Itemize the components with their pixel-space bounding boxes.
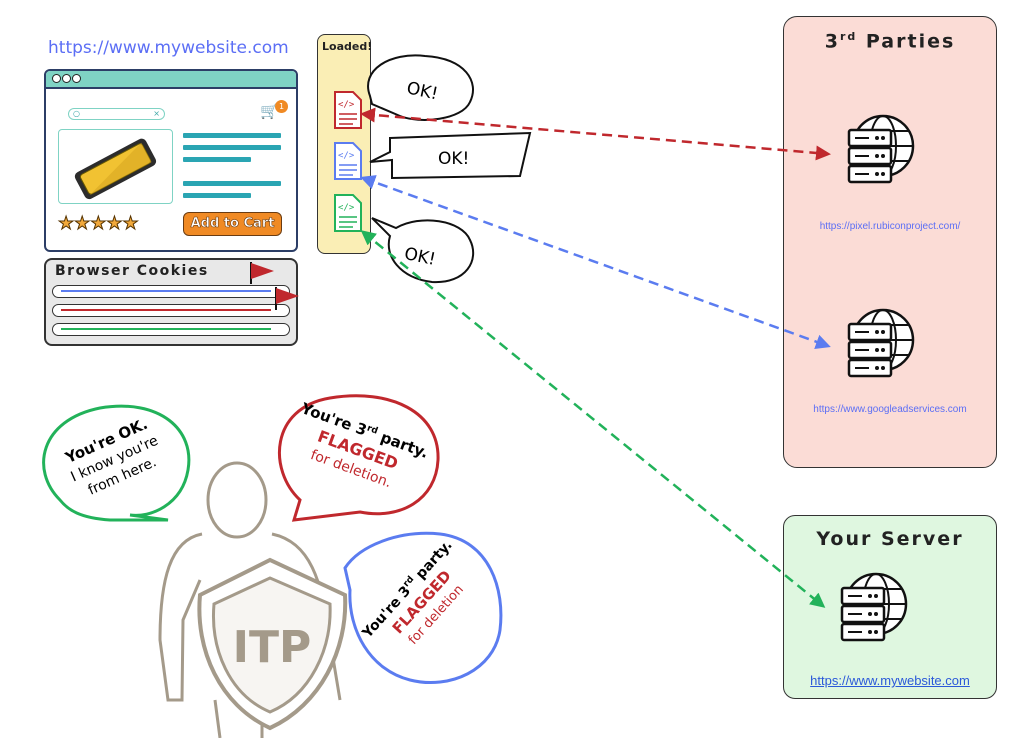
ok-bubble-3: OK! (371, 217, 475, 284)
product-text-line (183, 133, 281, 138)
close-icon: × (153, 109, 160, 118)
browser-window: ○ × 🛒 1 ★★★★★ Add to Cart (44, 69, 298, 252)
cookie-row (52, 285, 290, 298)
product-text-line (183, 145, 281, 150)
cookie-flag-icon (275, 287, 299, 310)
product-text-line (183, 157, 251, 162)
loaded-label: Loaded! (322, 40, 373, 53)
ok-bubble-2: OK! (369, 131, 532, 180)
search-bar: ○ × (68, 108, 165, 120)
add-to-cart-button[interactable]: Add to Cart (183, 212, 282, 236)
svg-text:</>: </> (338, 203, 355, 213)
rubicon-server-url: https://pixel.rubiconproject.com/ (819, 221, 961, 232)
script-file-icon-green: </> (334, 194, 362, 232)
cookie-row (52, 304, 290, 317)
google-server-icon (847, 308, 915, 378)
your-server-title: Your Server (816, 528, 964, 550)
search-icon: ○ (73, 109, 80, 118)
flagged-speech-bubble-2 (343, 531, 503, 685)
cart-badge: 1 (275, 100, 288, 113)
flagged-speech-bubble-1 (278, 394, 440, 522)
your-server-connection-arrow (360, 230, 826, 608)
script-file-icon-blue: </> (334, 142, 362, 180)
ok-bubble-1: OK! (367, 54, 474, 121)
svg-text:</>: </> (338, 100, 355, 110)
your-server-icon (840, 572, 908, 642)
itp-shield-icon: ITP (197, 557, 348, 731)
cookie-flag-icon (250, 262, 274, 284)
rubicon-connection-arrow (360, 107, 831, 161)
svg-text:</>: </> (338, 151, 355, 161)
rating-stars-icon: ★★★★★ (58, 213, 140, 235)
phone-icon (74, 138, 157, 200)
product-image (58, 129, 173, 204)
product-text-line (183, 181, 281, 186)
ok-speech-bubble (42, 404, 191, 522)
script-file-icon-red: </> (334, 91, 362, 129)
cookie-row (52, 323, 290, 336)
itp-label: ITP (233, 622, 312, 673)
website-url: https://www.mywebsite.com (48, 38, 289, 58)
third-parties-title: 3rd Parties (824, 30, 956, 53)
browser-title-bar (46, 71, 296, 89)
your-server-url[interactable]: https://www.mywebsite.com (810, 673, 970, 688)
rubicon-server-icon (847, 114, 915, 184)
window-dot-icon (52, 74, 61, 83)
window-dot-icon (62, 74, 71, 83)
product-text-line (183, 193, 251, 198)
cart-icon: 🛒 (260, 102, 279, 120)
cookies-title: Browser Cookies (55, 263, 209, 279)
google-server-url: https://www.googleadservices.com (813, 404, 967, 415)
window-dot-icon (72, 74, 81, 83)
ok-text-2: OK! (438, 149, 469, 169)
